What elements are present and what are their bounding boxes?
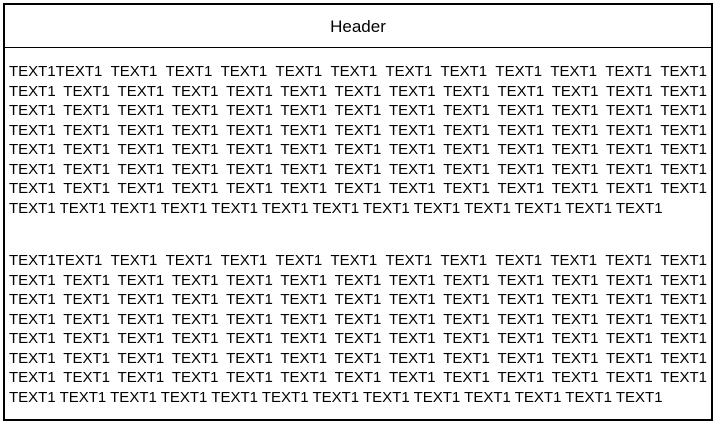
header-title: Header: [330, 16, 386, 36]
paragraph-2: TEXT1TEXT1 TEXT1 TEXT1 TEXT1 TEXT1 TEXT1…: [9, 252, 707, 406]
body-cell: TEXT1TEXT1 TEXT1 TEXT1 TEXT1 TEXT1 TEXT1…: [5, 48, 711, 418]
document-box: Header TEXT1TEXT1 TEXT1 TEXT1 TEXT1 TEXT…: [3, 3, 713, 421]
paragraph-1: TEXT1TEXT1 TEXT1 TEXT1 TEXT1 TEXT1 TEXT1…: [9, 63, 707, 217]
header-cell: Header: [5, 5, 711, 48]
